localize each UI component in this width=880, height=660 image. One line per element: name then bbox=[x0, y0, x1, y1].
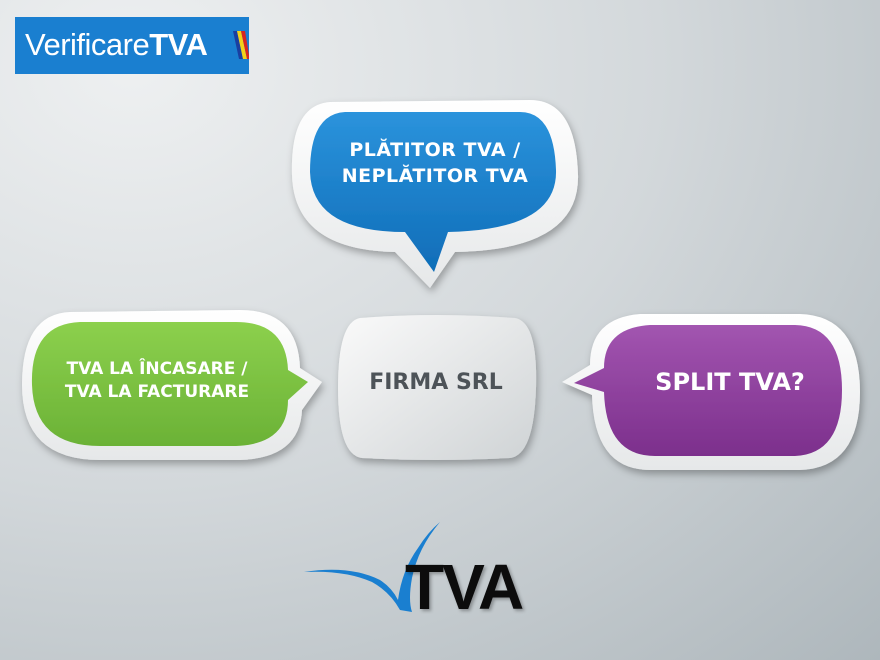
tva-logo-text: TVA bbox=[405, 551, 524, 623]
verificaretva-logo: VerificareTVA bbox=[15, 17, 249, 74]
left-bubble-text: TVA LA ÎNCASARE / TVA LA FACTURARE bbox=[32, 358, 282, 404]
text-line: TVA LA ÎNCASARE / bbox=[66, 359, 248, 379]
flag-stripes-icon bbox=[233, 31, 249, 59]
center-box bbox=[338, 315, 537, 460]
text-line: NEPLĂTITOR TVA bbox=[341, 164, 529, 187]
center-text: FIRMA SRL bbox=[369, 370, 503, 395]
logo-regular-text: Verificare bbox=[25, 27, 150, 62]
right-speech-bubble bbox=[562, 314, 860, 470]
left-speech-bubble bbox=[22, 310, 322, 460]
text-line: TVA LA FACTURARE bbox=[64, 381, 250, 402]
logo-bold-text: TVA bbox=[149, 27, 208, 62]
top-bubble-text: PLĂTITOR TVA / NEPLĂTITOR TVA bbox=[310, 138, 560, 189]
right-bubble-text: SPLIT TVA? bbox=[655, 368, 805, 396]
checkmark-icon bbox=[304, 522, 440, 612]
top-speech-bubble bbox=[291, 100, 579, 288]
text-line: PLĂTITOR TVA / bbox=[349, 139, 521, 161]
